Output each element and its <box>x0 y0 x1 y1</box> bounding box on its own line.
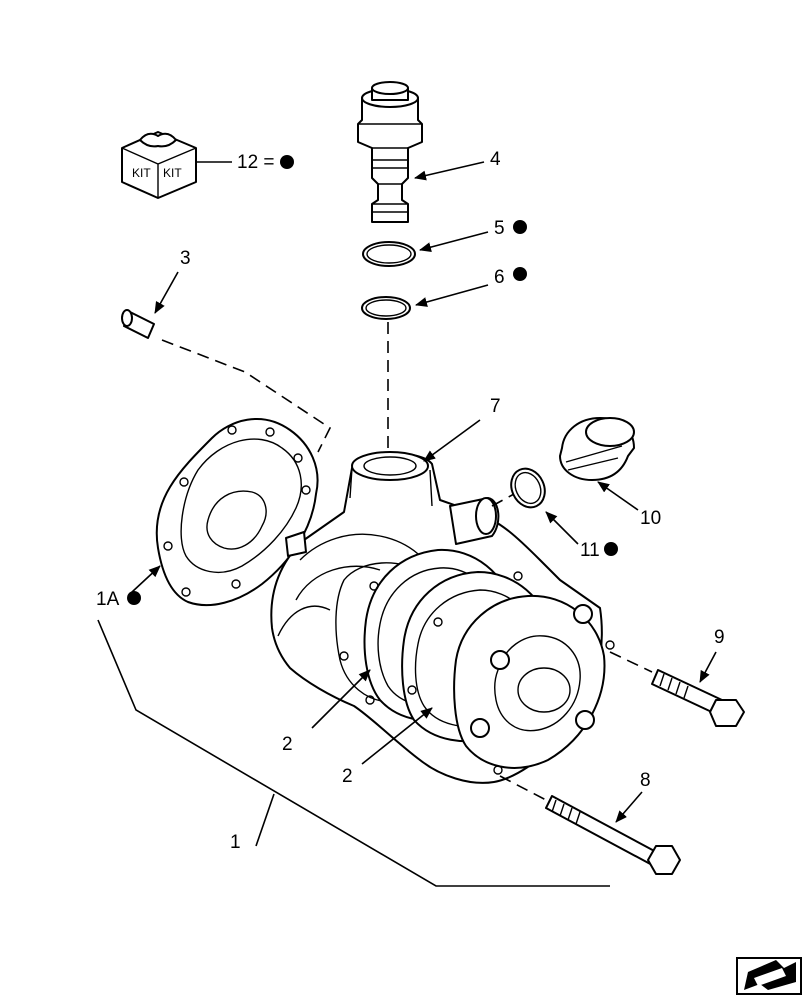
bullet-1a-icon <box>127 591 141 605</box>
plug-10 <box>559 417 635 481</box>
kit-bullet-icon <box>280 155 294 169</box>
gasket-1a <box>155 417 319 607</box>
callout-1: 1 <box>230 832 241 853</box>
bullet-6-icon <box>513 267 527 281</box>
callout-6: 6 <box>494 267 505 288</box>
dowel-pin-3 <box>121 309 155 339</box>
o-ring-6 <box>361 296 411 320</box>
callout-11: 11 <box>580 540 600 561</box>
relief-valve-cartridge <box>357 81 423 223</box>
callout-5: 5 <box>494 218 505 239</box>
next-page-arrow-icon[interactable] <box>736 957 802 995</box>
callout-kit-12: 12 = <box>237 152 275 173</box>
callout-1a: 1A <box>96 589 120 610</box>
callout-4: 4 <box>490 149 501 170</box>
callout-9: 9 <box>714 627 725 648</box>
callout-8: 8 <box>640 770 651 791</box>
o-ring-11 <box>510 467 546 509</box>
bolt-8 <box>545 795 681 875</box>
bullet-11-icon <box>604 542 618 556</box>
bolt-9 <box>651 669 745 727</box>
callout-3: 3 <box>180 248 191 269</box>
callout-10: 10 <box>640 508 661 529</box>
callout-2b: 2 <box>342 766 353 787</box>
pump-housing <box>270 451 615 784</box>
o-ring-5 <box>362 241 416 267</box>
kit-box-icon: KIT KIT <box>121 131 197 199</box>
callout-7: 7 <box>490 396 501 417</box>
bullet-5-icon <box>513 220 527 234</box>
kit-icon-text-right: KIT <box>163 166 182 180</box>
kit-icon-text-left: KIT <box>132 166 151 180</box>
callout-2a: 2 <box>282 734 293 755</box>
